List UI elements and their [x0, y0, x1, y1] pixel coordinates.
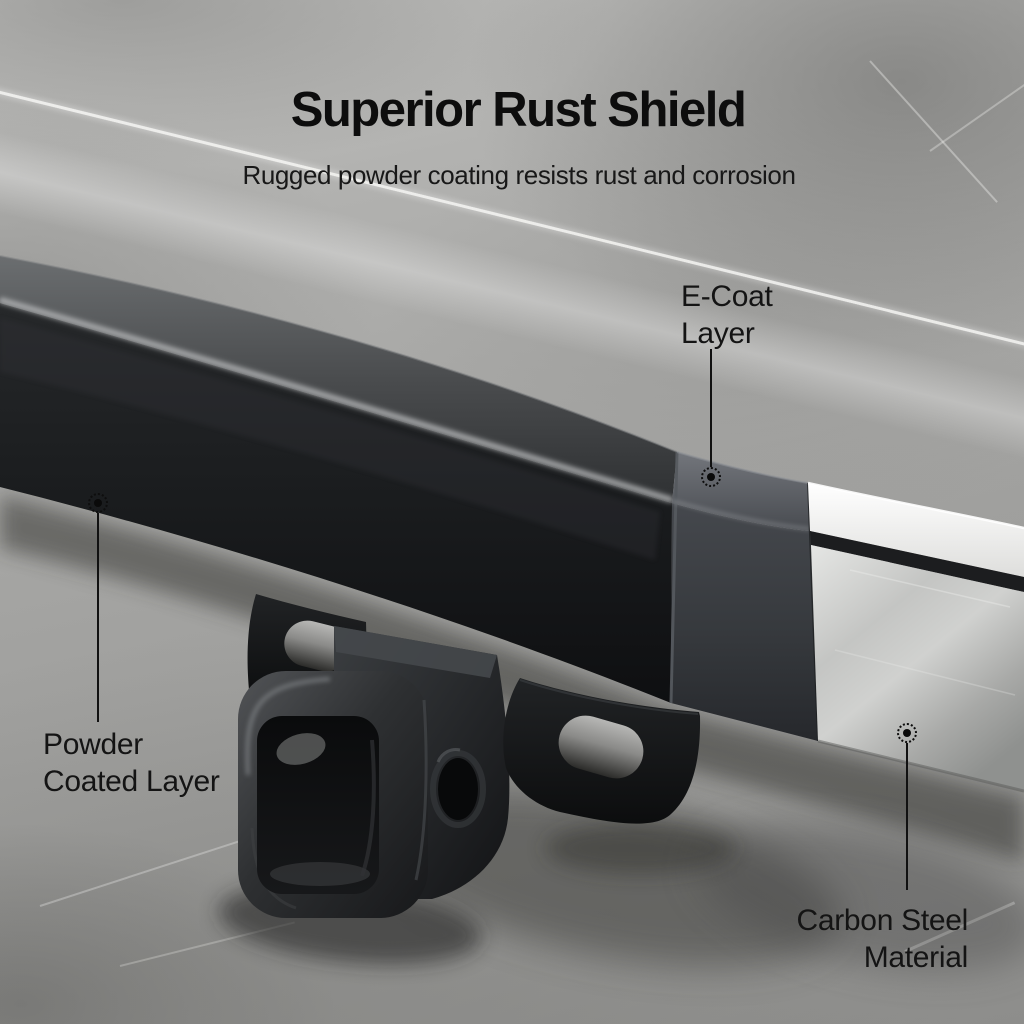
e-coat-layer-label: E-Coat Layer: [681, 280, 773, 350]
powder-coated-leader-line: [97, 513, 99, 722]
tube-top-face: [334, 626, 497, 678]
receiver-collar: [238, 671, 428, 918]
floor-shadows: [0, 495, 1024, 973]
bar-shadow: [0, 495, 1024, 862]
page-title: Superior Rust Shield: [290, 83, 747, 137]
right-blob-shadow: [696, 823, 1024, 973]
bar-carbon-steel-section: [807, 481, 1024, 793]
e-coat-leader-line: [710, 349, 712, 467]
e-coat-marker-dot: [701, 467, 721, 487]
bar-powder-coated-section: [0, 255, 678, 703]
opening-light-crescent: [276, 733, 326, 765]
hitch-pin-hole: [438, 758, 478, 820]
bracket-right: [503, 678, 701, 824]
pin-hole-chamfer: [430, 750, 486, 828]
bracket-contact-shadow: [545, 822, 735, 874]
ecoat-bevel-edge: [669, 451, 679, 704]
carbon-steel-material-label: Carbon Steel Material: [796, 904, 968, 974]
bracket-slot-right: [558, 715, 644, 779]
bar-e-coat-section: [669, 451, 819, 742]
page-subtitle: Rugged powder coating resists rust and c…: [242, 160, 796, 190]
carbon-steel-marker-dot: [897, 723, 917, 743]
powder-coated-layer-label: Powder Coated Layer: [43, 728, 220, 798]
opening-bottom-reflection: [270, 862, 370, 886]
carbon-steel-leader-line: [906, 743, 908, 890]
powder-coated-marker-dot: [88, 493, 108, 513]
bracket-slot-left: [284, 620, 350, 672]
steel-gap-line: [810, 531, 1024, 592]
collar-rim-highlight: [245, 677, 331, 776]
